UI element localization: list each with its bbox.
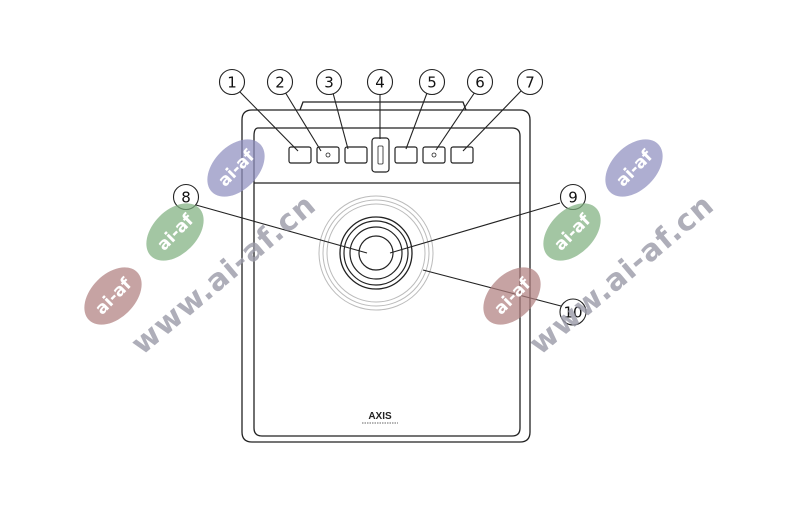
joystick-boot-ring-3 [326,203,426,303]
brand-logo-text: AXIS [368,411,392,422]
callout-1-label: 1 [227,74,237,92]
brand-logo: AXIS [362,411,398,424]
device-top-edge [299,101,467,111]
leader-line-3 [332,92,349,150]
callout-6-label: 6 [475,74,485,92]
button-1 [288,146,312,164]
button-3 [344,146,368,164]
button-row [288,137,474,173]
callout-2-label: 2 [275,74,285,92]
callout-3: 3 [315,68,343,96]
watermark-badge: ai-af [605,139,663,197]
button-4-rocker-slot [377,145,384,165]
leader-line-8 [195,204,368,254]
button-2-dot-icon [325,152,331,158]
callout-10-label: 10 [563,304,582,322]
watermark-url-left: www.ai-af.cn [125,187,324,362]
callout-5: 5 [418,68,446,96]
callout-2: 2 [266,68,294,96]
callout-7-label: 7 [525,74,535,92]
button-7 [450,146,474,164]
leader-line-2 [284,91,322,152]
joystick-boot-ring-2 [322,199,430,307]
callout-3-label: 3 [324,74,334,92]
callout-1: 1 [218,68,246,96]
joystick-collar-inner [343,220,409,286]
leader-line-1 [238,90,299,152]
callout-8-label: 8 [181,189,191,207]
callout-5-label: 5 [427,74,437,92]
leader-line-7 [462,90,522,152]
device-outer-shell [241,109,531,443]
joystick-knob-ring [349,226,403,280]
device-inner-shell [253,127,521,437]
callout-4: 4 [366,68,394,96]
button-5 [394,146,418,164]
watermark-badge: ai-af [207,139,265,197]
leader-line-9 [389,202,561,254]
watermark-badge: ai-af [146,203,204,261]
leader-line-5 [405,92,428,150]
joystick-boot-ring-outer [318,195,434,311]
joystick-collar-outer [339,216,413,290]
callout-4-label: 4 [375,74,385,92]
callout-9-label: 9 [568,189,578,207]
button-6-dot-icon [431,152,437,158]
watermark-url-right: www.ai-af.cn [523,187,722,362]
callout-7: 7 [516,68,544,96]
leader-line-6 [435,91,476,151]
callout-6: 6 [466,68,494,96]
callout-10: 10 [559,298,587,326]
joystick [318,195,434,311]
joystick-knob-top [358,235,394,271]
joystick-device [241,101,531,443]
